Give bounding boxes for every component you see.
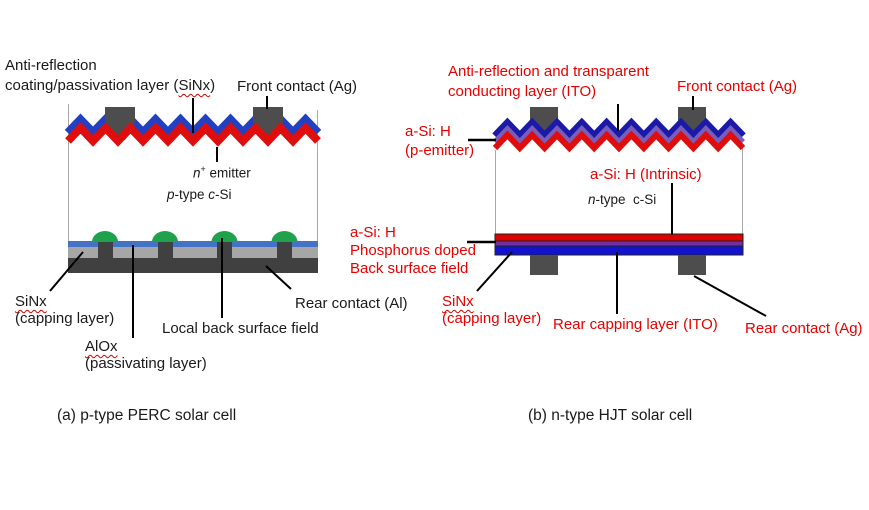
asih-texture-purple-b bbox=[493, 125, 745, 146]
ntype-mid: -type bbox=[595, 192, 630, 207]
label-local-bsf-a: Local back surface field bbox=[162, 320, 319, 337]
pointer-sinx-bottom-a bbox=[49, 251, 84, 292]
arc-ito-line2-b: conducting layer (ITO) bbox=[448, 83, 597, 100]
label-rear-contact-b: Rear contact (Ag) bbox=[745, 320, 863, 337]
label-asih-bsf-b: a-Si: H Phosphorus doped Back surface fi… bbox=[350, 224, 476, 278]
asih-p-line1-b: a-Si: H bbox=[405, 123, 451, 140]
alox-sub-a: (passivating layer) bbox=[85, 354, 207, 372]
caption-panel-b: (b) n-type HJT solar cell bbox=[528, 407, 693, 424]
local-bsf-bump-1 bbox=[92, 231, 118, 242]
label-asih-pemitter-b: a-Si: H (p-emitter) bbox=[405, 122, 474, 160]
bsf-line2-b: Phosphorus doped bbox=[350, 242, 476, 259]
asih-p-line2-b: (p-emitter) bbox=[405, 142, 475, 159]
antireflection-line2-suffix: ) bbox=[210, 77, 216, 94]
label-front-contact-b: Front contact (Ag) bbox=[677, 78, 798, 95]
label-asih-intrinsic-b: a-Si: H (Intrinsic) bbox=[590, 166, 702, 183]
sinx-capping-layer-a bbox=[68, 247, 318, 258]
local-bsf-bump-4 bbox=[271, 231, 298, 242]
alox-passivating-layer-a bbox=[68, 241, 318, 247]
caption-panel-a: (a) p-type PERC solar cell bbox=[57, 407, 237, 424]
label-antireflection-a: Anti-reflection coating/passivation laye… bbox=[5, 56, 215, 96]
ntype-end: -Si bbox=[639, 192, 657, 207]
label-ptype-csi-a: p-type c-Si bbox=[167, 187, 232, 203]
ptype-c: c bbox=[208, 187, 216, 202]
sinx-sub-b: (capping layer) bbox=[442, 309, 542, 327]
label-front-contact-a: Front contact (Ag) bbox=[237, 78, 358, 95]
local-bsf-bump-2 bbox=[152, 231, 178, 242]
emitter-n: n bbox=[193, 165, 201, 181]
ntype-c: c bbox=[633, 192, 640, 207]
label-alox-passivating-a: AlOx (passivating layer) bbox=[85, 338, 207, 372]
ptype-end: -Si bbox=[215, 187, 232, 202]
pointer-rear-contact-a bbox=[265, 265, 292, 290]
bsf-red-layer-b bbox=[494, 233, 744, 242]
arc-ito-line1-b: Anti-reflection and transparent bbox=[448, 63, 649, 80]
sinx-sub-a: (capping layer) bbox=[15, 309, 115, 327]
alox-word-a: AlOx bbox=[85, 338, 118, 355]
ptype-p: p bbox=[167, 187, 175, 202]
pointer-sinx-b bbox=[476, 251, 513, 292]
label-ntype-csi-b: n-type c-Si bbox=[588, 192, 656, 208]
emitter-rest: emitter bbox=[205, 165, 251, 181]
ntype-n: n bbox=[588, 192, 596, 207]
bsf-line1-b: a-Si: H bbox=[350, 224, 396, 241]
antireflection-line2-prefix: coating/passivation layer ( bbox=[5, 77, 179, 94]
label-arc-ito-b: Anti-reflection and transparent conducti… bbox=[448, 62, 649, 102]
antireflection-sinx: SiNx bbox=[178, 77, 211, 94]
emitter-sup: + bbox=[200, 164, 206, 174]
rear-contact-via-4 bbox=[277, 241, 292, 259]
local-bsf-bump-3 bbox=[211, 231, 238, 242]
rear-contact-left-b bbox=[530, 255, 558, 275]
sinx-word-a: SiNx bbox=[15, 293, 47, 310]
rear-contact-via-3 bbox=[217, 241, 232, 259]
pemitter-texture-red-b bbox=[492, 130, 746, 153]
label-n-emitter-a: n+ emitter bbox=[193, 161, 251, 182]
emitter-texture-red-a bbox=[65, 122, 321, 147]
rear-ito-blue-layer-b bbox=[494, 245, 744, 256]
sinx-word-b: SiNx bbox=[442, 293, 474, 310]
label-rear-contact-a: Rear contact (Al) bbox=[295, 295, 408, 312]
pointer-rear-contact-b bbox=[693, 275, 767, 317]
rear-contact-right-b bbox=[678, 255, 706, 275]
rear-contact-via-1 bbox=[98, 241, 113, 259]
sinx-purple-layer-b bbox=[494, 240, 744, 247]
label-sinx-capping-a: SiNx (capping layer) bbox=[15, 293, 115, 327]
rear-contact-via-2 bbox=[158, 241, 173, 259]
antireflection-line1: Anti-reflection bbox=[5, 57, 97, 74]
label-sinx-capping-b: SiNx (capping layer) bbox=[442, 293, 542, 327]
bsf-line3-b: Back surface field bbox=[350, 260, 469, 277]
rear-contact-al-layer-a bbox=[68, 258, 318, 273]
ito-texture-navy-b bbox=[492, 117, 746, 142]
label-rear-capping-b: Rear capping layer (ITO) bbox=[553, 316, 718, 333]
ptype-mid: -type bbox=[174, 187, 209, 202]
